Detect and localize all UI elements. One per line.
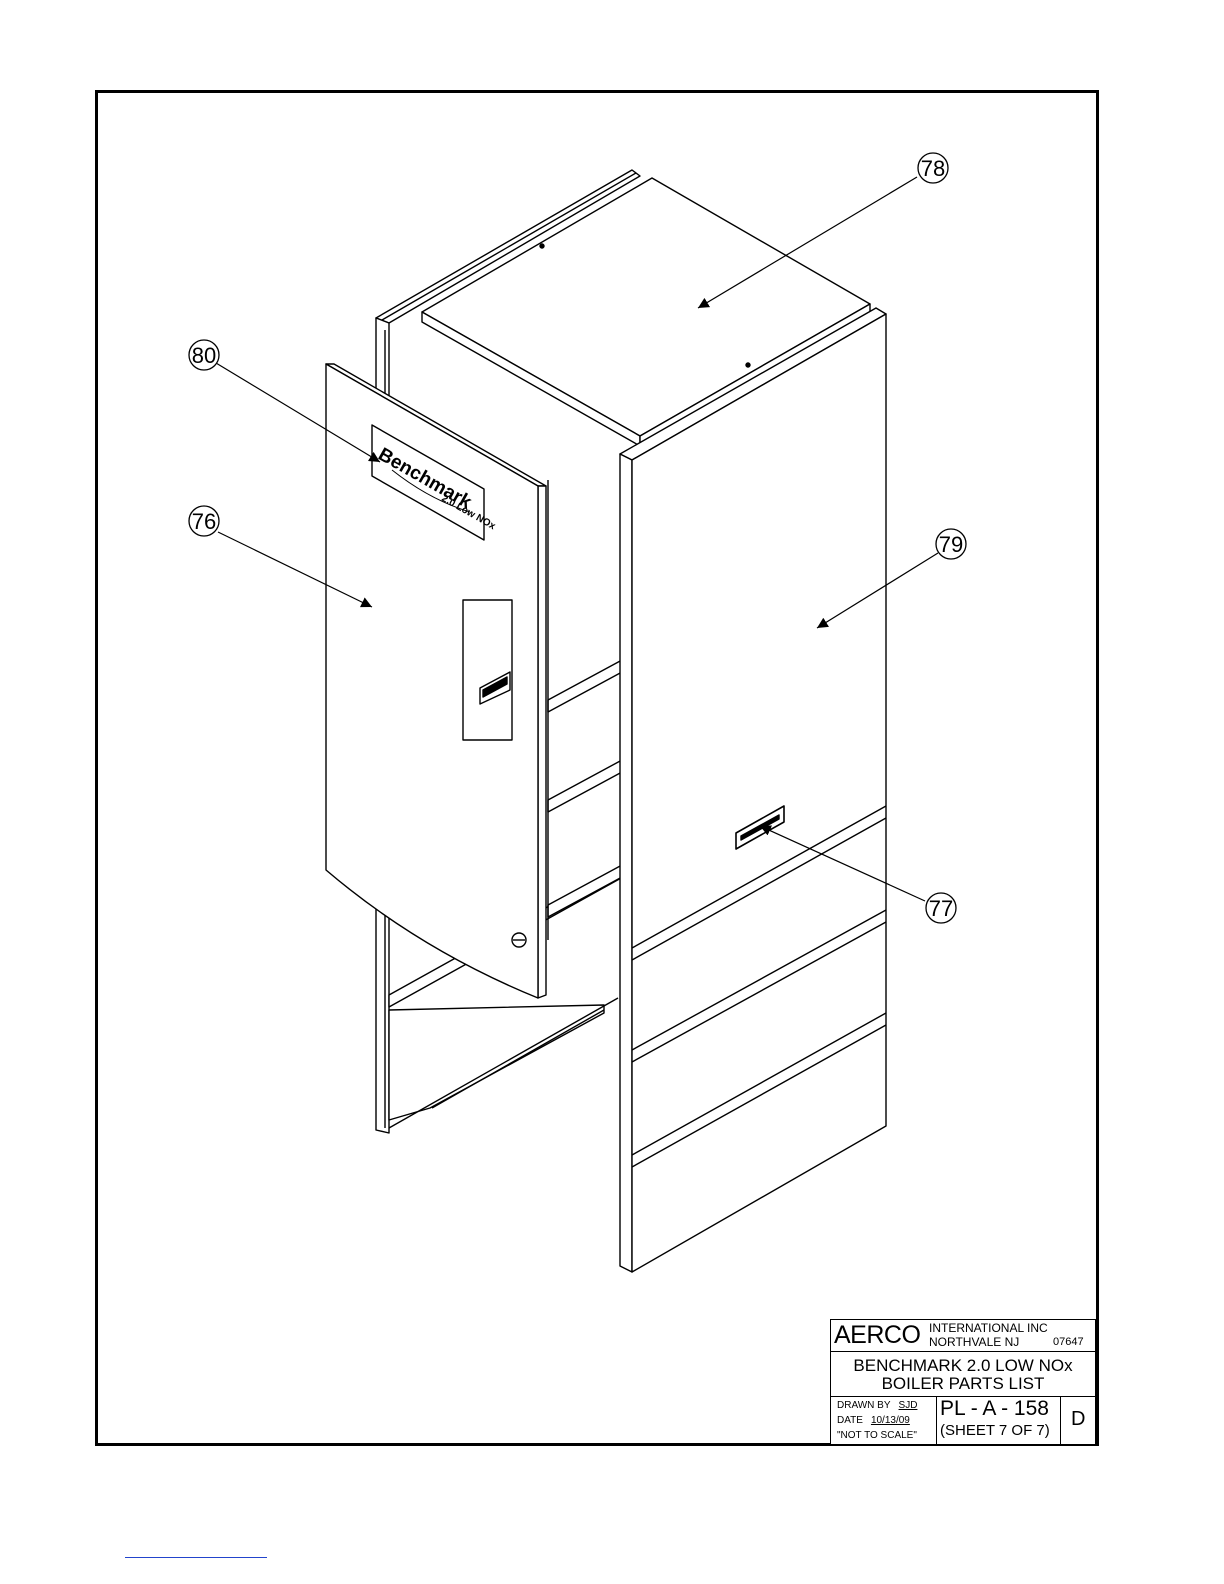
drawn-by-line: DRAWN BY SJD bbox=[837, 1400, 917, 1411]
callout-80-label: 80 bbox=[192, 343, 216, 368]
footer-link-underline[interactable] bbox=[125, 1557, 267, 1558]
company-name: AERCO bbox=[834, 1321, 920, 1350]
callout-77-label: 77 bbox=[929, 896, 953, 921]
inner-rails bbox=[548, 480, 622, 940]
front-door-panel bbox=[326, 364, 546, 998]
callout-79-label: 79 bbox=[939, 532, 963, 557]
drawing-title-line-1: BENCHMARK 2.0 LOW NOx bbox=[831, 1356, 1095, 1376]
company-line-1: INTERNATIONAL INC bbox=[929, 1321, 1048, 1335]
callout-76-label: 76 bbox=[192, 509, 216, 534]
company-zip: 07647 bbox=[1053, 1336, 1084, 1348]
drawn-by-value: SJD bbox=[899, 1400, 918, 1411]
drawing-number-cell: PL - A - 158 (SHEET 7 OF 7) bbox=[937, 1397, 1061, 1444]
drawing-title-row: BENCHMARK 2.0 LOW NOx BOILER PARTS LIST bbox=[831, 1352, 1095, 1397]
scale-note: "NOT TO SCALE" bbox=[837, 1430, 917, 1441]
drawing-number: PL - A - 158 bbox=[940, 1397, 1049, 1421]
revision-letter: D bbox=[1071, 1408, 1085, 1431]
date-line: DATE 10/13/09 bbox=[837, 1415, 910, 1426]
callout-78-label: 78 bbox=[921, 156, 945, 181]
company-row: AERCO INTERNATIONAL INC NORTHVALE NJ 076… bbox=[831, 1320, 1095, 1352]
date-label: DATE bbox=[837, 1415, 863, 1426]
company-line-2: NORTHVALE NJ bbox=[929, 1335, 1019, 1349]
sheet-number: (SHEET 7 OF 7) bbox=[940, 1422, 1050, 1439]
drawn-by-label: DRAWN BY bbox=[837, 1400, 891, 1411]
drawing-title-line-2: BOILER PARTS LIST bbox=[831, 1374, 1095, 1394]
date-value: 10/13/09 bbox=[871, 1415, 910, 1426]
drawing-meta: DRAWN BY SJD DATE 10/13/09 "NOT TO SCALE" bbox=[831, 1397, 937, 1444]
right-side-panel bbox=[620, 308, 886, 1272]
title-block: AERCO INTERNATIONAL INC NORTHVALE NJ 076… bbox=[830, 1319, 1096, 1445]
